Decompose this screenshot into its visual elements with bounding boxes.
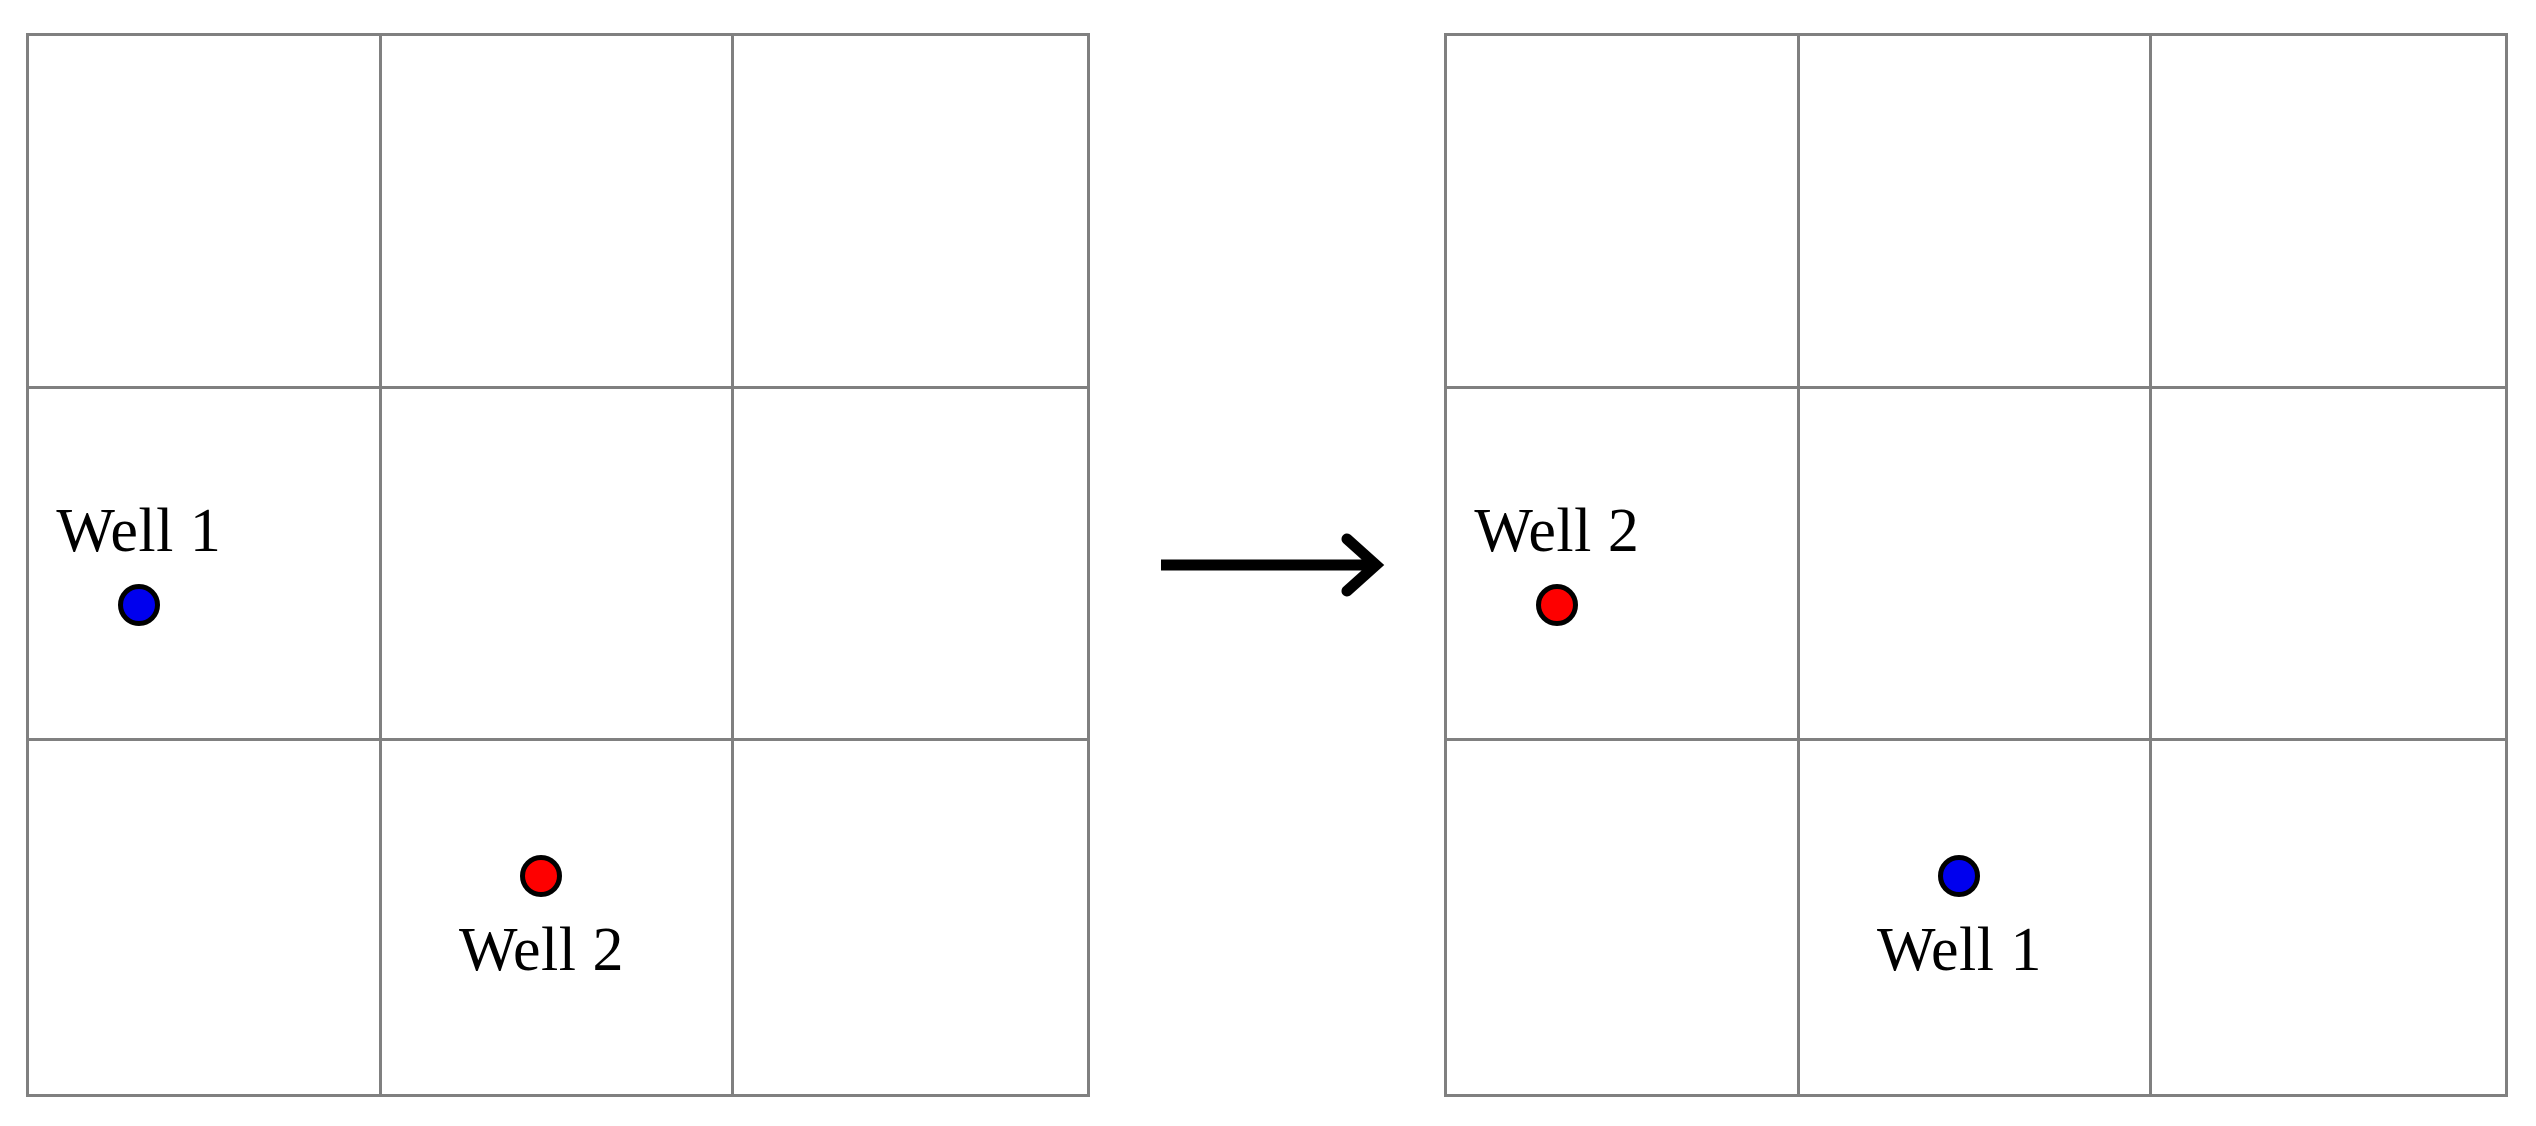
grid-cell-r3c3 xyxy=(734,741,1087,1094)
well-marker-group[interactable]: Well 1 xyxy=(1785,854,2135,984)
grid-cell-r2c3 xyxy=(734,389,1087,742)
grid-cell-r3c2: Well 1 xyxy=(1800,741,2153,1094)
well-label: Well 2 xyxy=(458,915,624,984)
well-dot-red-icon[interactable] xyxy=(1535,584,1578,627)
grid-cell-r2c1: Well 1 xyxy=(29,388,382,742)
grid-cell-r1c2 xyxy=(381,36,735,389)
grid-panel-before: Well 1 Well 2 xyxy=(26,33,1090,1097)
grid-cell-r3c2: Well 2 xyxy=(382,741,735,1094)
well-marker-group[interactable]: Well 2 xyxy=(1382,497,1732,627)
well-dot-blue-icon[interactable] xyxy=(117,584,160,627)
grid-cell-r3c3 xyxy=(2152,741,2505,1094)
well-dot-red-icon[interactable] xyxy=(520,854,563,897)
grid-cell-r2c2 xyxy=(381,388,735,742)
grid-cell-r2c3 xyxy=(2152,389,2505,742)
grid-cell-r3c1 xyxy=(1447,741,1800,1094)
well-marker-group[interactable]: Well 1 xyxy=(0,497,314,627)
grid-cell-r1c3 xyxy=(2152,36,2505,389)
grid-cell-r1c2 xyxy=(1799,36,2153,389)
grid-panel-after: Well 2 Well 1 xyxy=(1444,33,2508,1097)
well-label: Well 2 xyxy=(1474,497,1640,566)
grid-cell-r1c1 xyxy=(29,36,382,389)
grid-cell-r2c1: Well 2 xyxy=(1447,388,1800,742)
grid-cell-r1c1 xyxy=(1447,36,1800,389)
grid-cell-r1c3 xyxy=(734,36,1087,389)
grid-cell-r3c1 xyxy=(29,741,382,1094)
grid-cell-r2c2 xyxy=(1799,388,2153,742)
right-arrow-icon xyxy=(1155,527,1385,603)
well-label: Well 1 xyxy=(1876,915,2042,984)
well-label: Well 1 xyxy=(56,497,222,566)
well-marker-group[interactable]: Well 2 xyxy=(367,854,717,984)
well-dot-blue-icon[interactable] xyxy=(1938,854,1981,897)
